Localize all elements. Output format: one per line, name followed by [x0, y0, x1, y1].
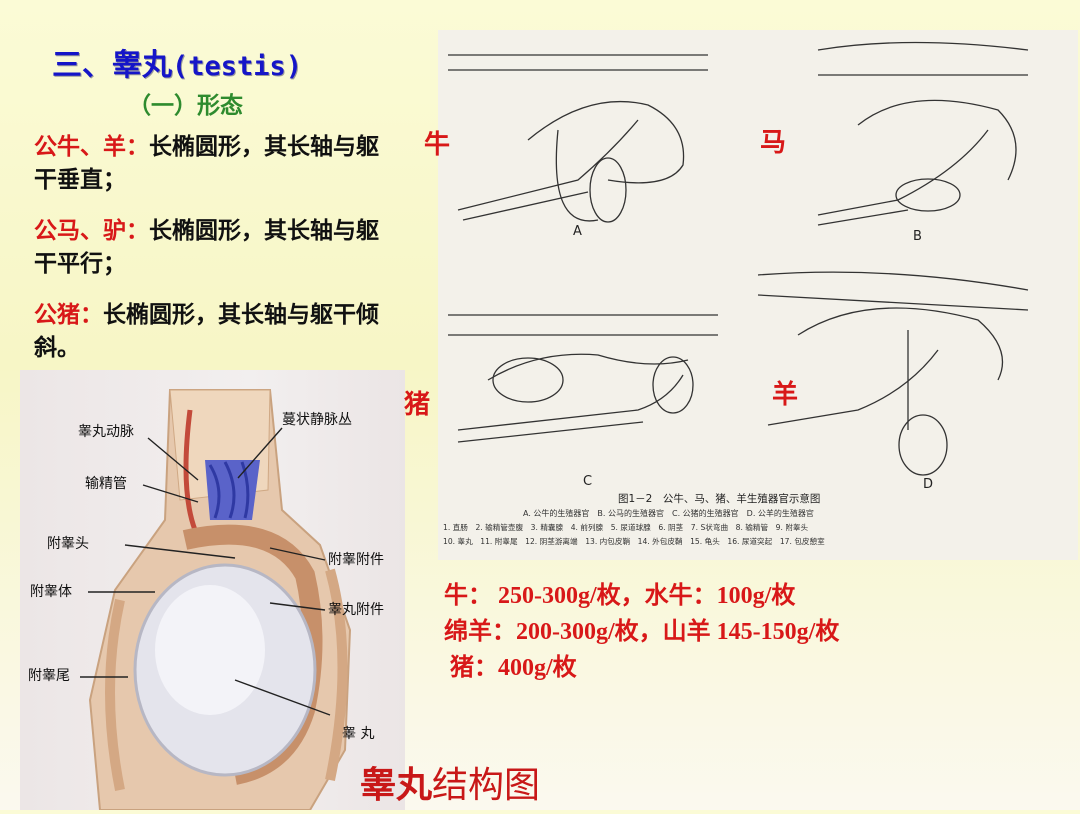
animal-label-horse: 马: [760, 128, 787, 158]
testis-dissection-illustration: 睾丸动脉 蔓状静脉丛 输精管 附睾头 附睾附件 附睾体 睾丸附件 附睾尾 睾 丸: [20, 370, 405, 811]
paragraph-horse-donkey: 公马、驴：长椭圆形，其长轴与躯干平行；: [34, 214, 384, 280]
testis-dissection-svg: 睾丸动脉 蔓状静脉丛 输精管 附睾头 附睾附件 附睾体 睾丸附件 附睾尾 睾 丸: [28, 389, 384, 811]
figure-legend-line2: 10. 睾丸 11. 附睾尾 12. 阴茎游离端 13. 内包皮鞘 14. 外包…: [443, 536, 825, 546]
animal-label-sheep: 羊: [772, 380, 799, 410]
label-appendix-epididymis: 附睾附件: [328, 552, 384, 568]
paragraph-label: 公牛、羊：: [34, 133, 149, 160]
panel-letter-c: C: [583, 474, 592, 489]
page-title: 三、睾丸(testis): [52, 40, 302, 84]
vein-lines: [208, 461, 250, 519]
caption-rest: 结构图: [432, 765, 541, 806]
fascia-left: [105, 598, 125, 791]
testis-highlight: [155, 585, 265, 715]
paragraph-label: 公猪：: [34, 301, 103, 328]
label-epididymis-body: 附睾体: [30, 584, 72, 600]
caption-bold: 睾丸: [360, 764, 433, 806]
paragraph-text: 长椭圆形，其长轴与躯干垂直；: [34, 133, 379, 193]
paragraph-text: 长椭圆形，其长轴与躯干平行；: [34, 217, 379, 277]
label-appendix-testis: 睾丸附件: [328, 602, 384, 618]
paragraph-label: 公马、驴：: [34, 217, 149, 244]
panel-pig-diagram: [448, 314, 718, 443]
label-epididymis-head: 附睾头: [47, 536, 89, 552]
panel-letter-d: D: [923, 477, 933, 492]
animal-label-cattle: 牛: [424, 130, 451, 160]
figure-legend-line1: 1. 直肠 2. 输精管壶腹 3. 精囊腺 4. 前列腺 5. 尿道球腺 6. …: [443, 522, 809, 532]
label-testicular-artery: 睾丸动脉: [78, 424, 134, 440]
reproductive-organs-figure: A B C D 图1－2 公牛、马、猪、羊生殖器官示意图 A. 公牛的生殖器官 …: [438, 30, 1078, 560]
figure-caption-title: 图1－2 公牛、马、猪、羊生殖器官示意图: [618, 492, 820, 505]
panel-cattle-diagram: [448, 54, 708, 223]
title-latin: (testis): [172, 51, 303, 82]
testis-weights: 牛： 250-300g/枚，水牛：100g/枚 绵羊：200-300g/枚，山羊…: [444, 578, 839, 686]
weight-line-cattle: 牛： 250-300g/枚，水牛：100g/枚: [444, 583, 796, 609]
paragraph-pig: 公猪：长椭圆形，其长轴与躯干倾斜。: [34, 298, 384, 364]
paragraph-text: 长椭圆形，其长轴与躯干倾斜。: [34, 301, 379, 361]
leader-lines: [80, 427, 331, 716]
fascia-right: [325, 568, 348, 782]
title-prefix: 三、睾丸: [52, 48, 172, 83]
label-vas-deferens: 输精管: [85, 476, 127, 492]
testicular-artery: [183, 409, 198, 531]
section-subtitle: （一）形态: [128, 92, 243, 119]
paragraph-cattle-sheep: 公牛、羊：长椭圆形，其长轴与躯干垂直；: [34, 130, 384, 196]
figure-caption-sub: A. 公牛的生殖器官 B. 公马的生殖器官 C. 公猪的生殖器官 D. 公羊的生…: [523, 508, 814, 518]
label-testis: 睾 丸: [342, 726, 374, 742]
panel-letter-a: A: [573, 224, 582, 239]
structure-caption: 睾丸结构图: [360, 756, 540, 808]
panel-letter-b: B: [913, 229, 922, 244]
label-epididymis-tail: 附睾尾: [28, 668, 70, 684]
weight-line-sheep: 绵羊：200-300g/枚，山羊 145-150g/枚: [444, 619, 840, 645]
weight-line-pig: 猪：400g/枚: [444, 655, 577, 681]
label-pampiniform-plexus: 蔓状静脉丛: [282, 412, 352, 428]
panel-horse-diagram: [817, 41, 1029, 226]
animal-label-pig: 猪: [404, 390, 431, 420]
organs-figure-svg: A B C D 图1－2 公牛、马、猪、羊生殖器官示意图 A. 公牛的生殖器官 …: [443, 41, 1029, 546]
panel-sheep-diagram: [757, 271, 1029, 476]
